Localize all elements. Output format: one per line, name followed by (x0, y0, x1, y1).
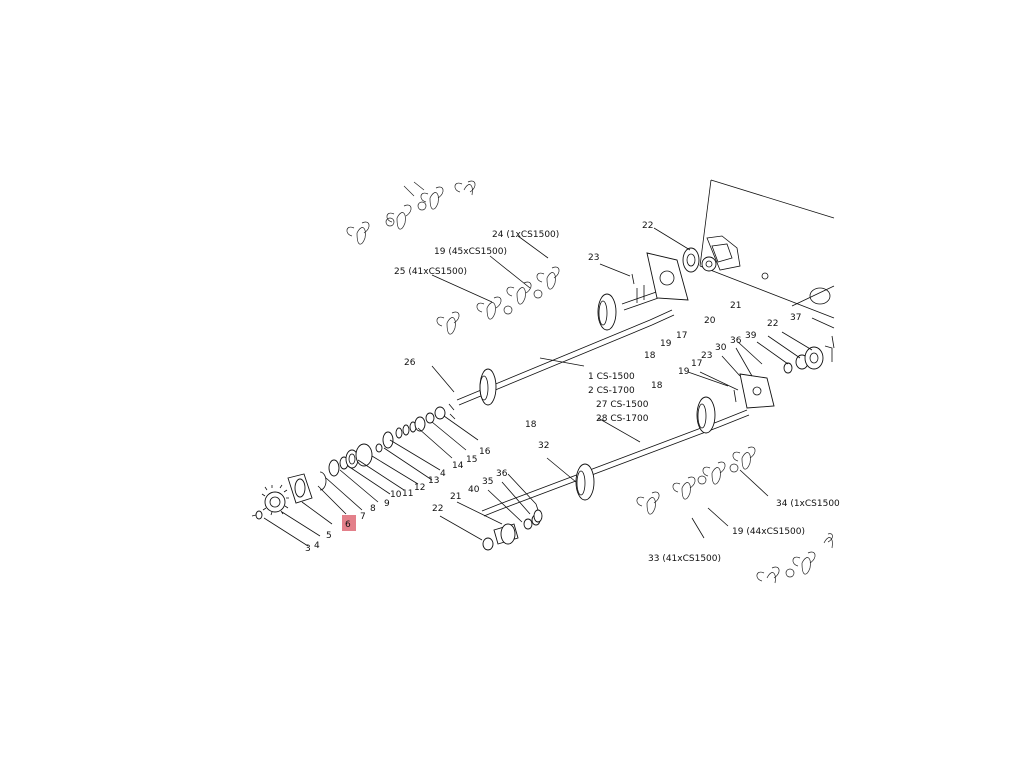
label-32: 32 (538, 441, 549, 451)
label-35: 35 (482, 477, 493, 487)
label-13: 13 (428, 476, 439, 486)
label-36a: 36 (730, 336, 742, 346)
lower-rotor-shaft (481, 373, 775, 517)
label-18a: 18 (644, 351, 656, 361)
label-6: 6 (345, 520, 351, 530)
label-27: 27 CS-1500 (596, 400, 649, 410)
label-20: 20 (704, 316, 716, 326)
label-19b: 19 (678, 367, 690, 377)
label-39: 39 (745, 331, 757, 341)
label-7: 7 (360, 512, 366, 522)
label-23b: 23 (701, 351, 712, 361)
label-21b: 21 (450, 492, 461, 502)
label-19c: 19 (45xCS1500) (434, 247, 507, 257)
label-25: 25 (41xCS1500) (394, 267, 467, 277)
label-2: 2 CS-1700 (588, 386, 635, 396)
label-22a: 22 (642, 221, 653, 231)
label-8: 8 (370, 504, 376, 514)
machine-housing (699, 179, 835, 349)
label-16: 16 (479, 447, 491, 457)
label-22b: 22 (767, 319, 778, 329)
label-19d: 19 (44xCS1500) (732, 527, 805, 537)
label-28: 28 CS-1700 (596, 414, 649, 424)
label-18c: 18 (525, 420, 537, 430)
lower-bearing-group (482, 503, 543, 551)
exploded-view-drawing: 24 (1xCS1500) 19 (45xCS1500) 25 (41xCS15… (192, 178, 840, 588)
label-11: 11 (402, 489, 413, 499)
part-labels: 24 (1xCS1500) 19 (45xCS1500) 25 (41xCS15… (305, 221, 840, 564)
label-17a: 17 (676, 331, 687, 341)
label-19a: 19 (660, 339, 672, 349)
label-24: 24 (1xCS1500) (492, 230, 559, 240)
label-14: 14 (452, 461, 464, 471)
label-33: 33 (41xCS1500) (648, 554, 721, 564)
label-4a: 4 (314, 541, 320, 551)
bearing-plate-20 (646, 247, 717, 301)
label-21a: 21 (730, 301, 741, 311)
label-17b: 17 (691, 359, 702, 369)
label-36b: 36 (496, 469, 508, 479)
label-5: 5 (326, 531, 332, 541)
label-10: 10 (390, 490, 402, 500)
label-22c: 22 (432, 504, 443, 514)
label-37: 37 (790, 313, 801, 323)
label-4b: 4 (440, 469, 446, 479)
label-9: 9 (384, 499, 390, 509)
label-18b: 18 (651, 381, 663, 391)
label-26: 26 (404, 358, 416, 368)
upper-rotor-shaft (456, 273, 675, 406)
label-12: 12 (414, 483, 425, 493)
label-15: 15 (466, 455, 477, 465)
label-1: 1 CS-1500 (588, 372, 635, 382)
exploded-view-svg: 24 (1xCS1500) 19 (45xCS1500) 25 (41xCS15… (251, 179, 840, 584)
leader-lines (263, 227, 813, 547)
label-23a: 23 (588, 253, 599, 263)
label-3: 3 (305, 544, 311, 554)
label-34: 34 (1xCS1500 (776, 499, 840, 509)
left-parts-stack (251, 403, 456, 520)
tine-clusters (346, 180, 833, 584)
label-30: 30 (715, 343, 727, 353)
right-bearing-group (783, 345, 833, 374)
highlight-marker-6 (342, 515, 356, 531)
label-40: 40 (468, 485, 480, 495)
